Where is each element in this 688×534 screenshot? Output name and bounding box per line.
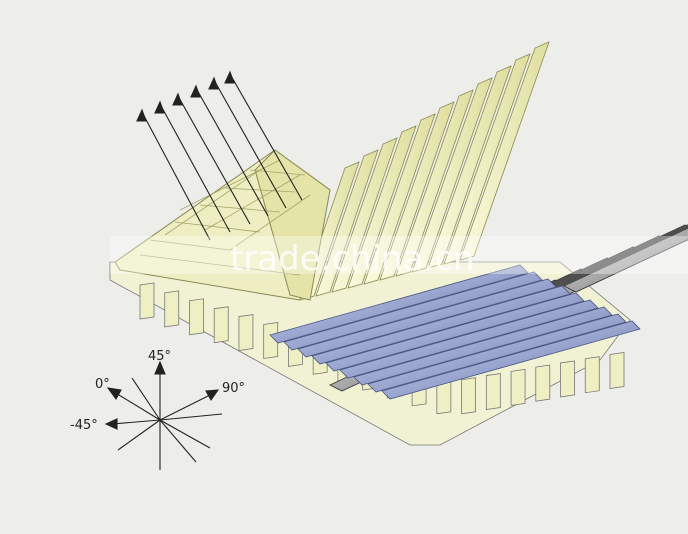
arrow-45-head	[154, 360, 166, 375]
strip-0	[459, 41, 550, 261]
ray-arrow-icon	[141, 111, 211, 241]
ply-45-layer	[269, 264, 641, 400]
watermark-band	[110, 236, 688, 274]
strip-45	[311, 285, 571, 365]
strip-0	[427, 65, 512, 269]
arrow-90-icon	[159, 393, 213, 421]
strip-45	[353, 306, 613, 386]
ray-arrow-icon	[213, 79, 287, 209]
strip-0	[395, 89, 474, 277]
watermark-text: trade.china.cn	[230, 239, 475, 279]
arrow-minus45-icon	[111, 419, 161, 425]
rib-90	[584, 356, 600, 394]
arrow-0-icon	[113, 391, 161, 421]
strip-45	[269, 264, 529, 344]
label-0-deg: 0°	[95, 377, 110, 392]
arrow-90-head	[205, 389, 220, 402]
arrow-0-head	[106, 387, 122, 401]
strip-45	[325, 292, 585, 372]
strip-0	[331, 137, 398, 293]
reflection-arrows	[136, 70, 303, 241]
rib-90	[164, 290, 180, 328]
strip-0	[411, 77, 493, 273]
label-90-deg: 90°	[222, 381, 245, 396]
ray-arrowhead	[172, 92, 183, 106]
label-minus45-deg: -45°	[70, 418, 98, 433]
ray-arrow-icon	[159, 103, 231, 233]
rib-90	[461, 377, 476, 415]
strip-45	[381, 320, 641, 400]
rib-90	[609, 352, 625, 389]
strip-45	[297, 278, 557, 358]
strip-0	[363, 113, 436, 285]
rib-90	[238, 314, 254, 352]
strip-45	[367, 313, 627, 393]
ray-arrowhead	[224, 70, 235, 84]
rib-90	[485, 373, 501, 411]
ray-arrowhead	[190, 84, 201, 98]
arrow-minus45-head	[104, 418, 118, 430]
ray-arrow-icon	[229, 73, 303, 201]
rib-90	[560, 360, 575, 398]
rib-90	[263, 322, 279, 359]
strip-minus45	[563, 227, 688, 293]
rib-90	[189, 298, 204, 336]
strip-45	[339, 299, 599, 379]
rib-90	[535, 364, 551, 402]
ray-arrowhead	[154, 100, 165, 114]
ray-arrowhead	[208, 76, 219, 90]
strip-0	[379, 101, 455, 281]
strip-45	[283, 271, 543, 351]
folded-ply	[114, 149, 331, 301]
ray-arrow-icon	[177, 95, 251, 225]
ray-arrow-icon	[195, 87, 269, 217]
strip-0	[347, 125, 417, 289]
strip-0	[315, 149, 379, 297]
rib-90	[510, 368, 526, 406]
rib-90	[139, 282, 155, 320]
ply-0-layer	[299, 41, 550, 301]
rib-90	[213, 306, 229, 344]
ray-arrowhead	[136, 108, 147, 122]
strip-0	[443, 53, 531, 265]
direction-compass	[104, 360, 223, 470]
label-45-deg: 45°	[148, 349, 171, 364]
